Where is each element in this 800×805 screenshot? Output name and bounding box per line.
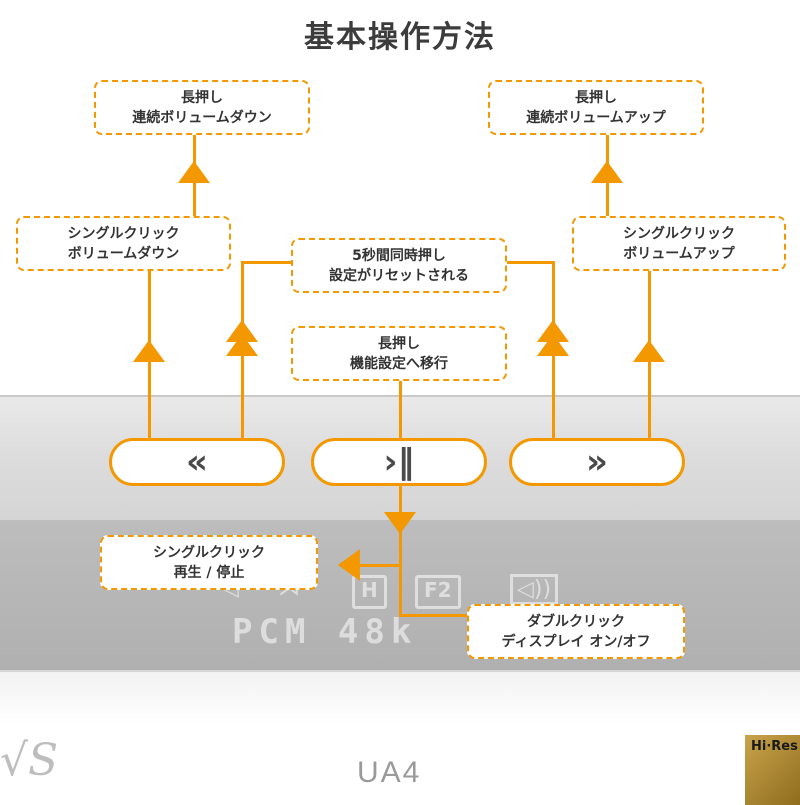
arrow-down-play xyxy=(384,512,416,534)
callout-display-toggle: ダブルクリック ディスプレイ オン/オフ xyxy=(467,604,685,659)
line-function xyxy=(399,380,402,438)
display-indicator-f2: F2 xyxy=(415,575,461,609)
brand-logo: √S xyxy=(0,735,59,786)
callout-function-settings: 長押し 機能設定へ移行 xyxy=(291,326,507,381)
line-play-left xyxy=(340,564,402,567)
previous-volume-down-button[interactable]: « xyxy=(109,438,285,486)
line-play-right xyxy=(399,614,469,617)
callout-play-pause: シングルクリック 再生 / 停止 xyxy=(100,535,318,590)
callout-single-click-volume-down: シングルクリック ボリュームダウン xyxy=(16,216,231,271)
device-bottom-panel xyxy=(0,670,800,802)
hi-res-badge: Hi·Res xyxy=(745,735,800,805)
line-play-down xyxy=(399,486,402,616)
line-reset-left-h xyxy=(241,261,293,264)
callout-long-press-volume-up: 長押し 連続ボリュームアップ xyxy=(488,80,704,135)
play-pause-button[interactable]: ›‖ xyxy=(311,438,487,486)
arrow-up-reset-left-2 xyxy=(226,334,258,356)
next-volume-up-button[interactable]: » xyxy=(509,438,685,486)
line-reset-right-h xyxy=(506,261,555,264)
arrow-up-volup-single xyxy=(633,340,665,362)
display-indicator-h: H xyxy=(352,575,387,609)
arrow-up-voldown-single xyxy=(133,340,165,362)
speaker-icon: ◁)) xyxy=(510,574,559,605)
callout-reset: 5秒間同時押し 設定がリセットされる xyxy=(291,238,507,293)
display-format-text: PCM 48k xyxy=(232,612,418,652)
arrow-up-volup-long xyxy=(591,161,623,183)
arrow-up-reset-right-2 xyxy=(537,334,569,356)
arrow-left-playpause xyxy=(338,549,360,581)
arrow-up-voldown-long xyxy=(178,161,210,183)
callout-long-press-volume-down: 長押し 連続ボリュームダウン xyxy=(94,80,310,135)
model-name: UA4 xyxy=(357,756,422,789)
callout-single-click-volume-up: シングルクリック ボリュームアップ xyxy=(572,216,786,271)
page-title: 基本操作方法 xyxy=(304,20,496,55)
